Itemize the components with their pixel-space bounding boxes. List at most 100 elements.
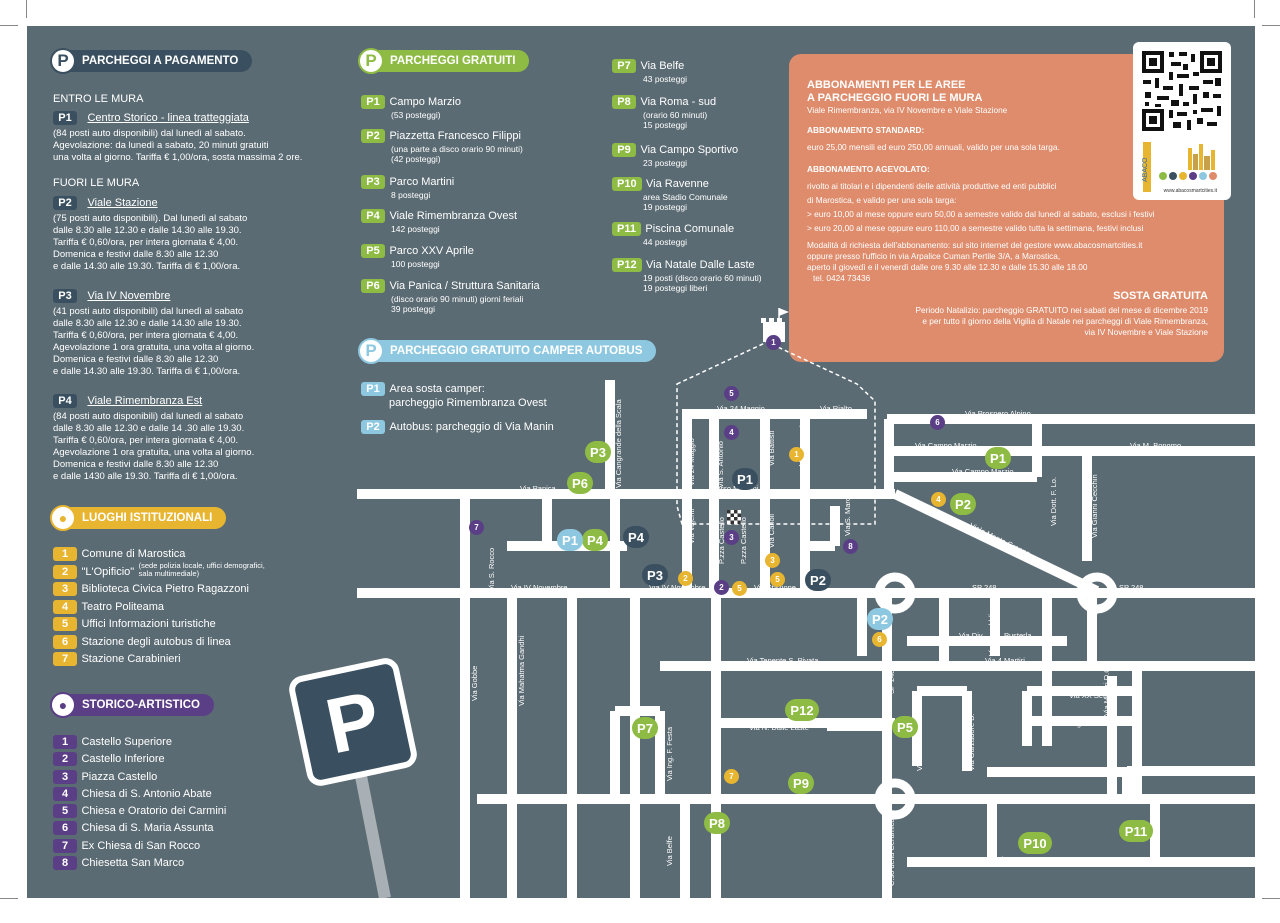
paid-p1: P1 Centro Storico - linea tratteggiata (… xyxy=(53,108,302,164)
map-marker-p2-paid[interactable]: P2 xyxy=(805,569,831,591)
list-item: P1 Area sosta camper: parcheggio Rimembr… xyxy=(361,379,554,417)
camper-list: P1 Area sosta camper: parcheggio Rimembr… xyxy=(361,379,554,435)
p3-line: e dalle 14.30 alle 19.30. Tariffa di € 1… xyxy=(53,366,241,377)
paid-parking-title: PARCHEGGI A PAGAMENTO xyxy=(82,55,239,67)
road-label: Via 24 Maggio xyxy=(717,404,765,413)
location-pin-icon: ● xyxy=(50,692,76,718)
road-label: Via Canoli xyxy=(767,513,776,548)
list-item: 3 Piazza Castello xyxy=(53,767,226,784)
list-item: P7 Via Belfe 43 posteggi xyxy=(612,56,782,92)
location-pin-icon: ● xyxy=(50,505,76,531)
map-marker-institution-6[interactable]: 6 xyxy=(872,632,887,647)
map-marker-p9-free[interactable]: P9 xyxy=(788,772,814,794)
list-item: 7 Stazione Carabinieri xyxy=(53,649,279,667)
map-marker-institution-1[interactable]: 1 xyxy=(789,447,804,462)
road-label: Via IV Novembre xyxy=(649,583,706,592)
map-marker-p6-free[interactable]: P6 xyxy=(567,472,593,494)
map-marker-p4-free[interactable]: P4 xyxy=(582,529,608,551)
map-marker-p5-free[interactable]: P5 xyxy=(892,716,918,738)
list-item: 3 Biblioteca Civica Pietro Ragazzoni xyxy=(53,579,279,597)
qr-code-icon: ABACO www.abacosmartcities.it xyxy=(1141,50,1223,194)
map-marker-historic-6[interactable]: 6 xyxy=(930,415,945,430)
road-label: SP 248 xyxy=(1119,583,1144,592)
map-marker-p11-free[interactable]: P11 xyxy=(1119,820,1153,842)
p4-line: e dalle 1430 alle 19.30. Tariffa di € 1,… xyxy=(53,471,238,482)
road-label: Via Campo Marzio xyxy=(915,441,977,450)
map-marker-historic-1[interactable]: 1 xyxy=(766,335,781,350)
checkerboard-icon xyxy=(727,510,741,524)
road-label: Via N. Dalle Laste xyxy=(749,723,809,732)
paid-p2: P2 Viale Stazione (75 posti auto disponi… xyxy=(53,193,247,273)
road-label: Pusterla xyxy=(1004,631,1032,640)
free-parking-text: Periodo Natalizio: parcheggio GRATUITO n… xyxy=(915,305,1208,337)
p3-line: Agevolazione 1 ora gratuita, una volta a… xyxy=(53,342,255,353)
p1-name: Centro Storico - linea tratteggiata xyxy=(87,112,249,124)
inside-walls-title: ENTRO LE MURA xyxy=(53,93,144,105)
road-label: Via Gobbe xyxy=(470,665,479,701)
map-marker-historic-5[interactable]: 5 xyxy=(724,386,739,401)
list-item: 2 "L'Opificio" (sede polizia locale, uff… xyxy=(53,561,279,580)
institutional-header: ● LUOGHI ISTITUZIONALI xyxy=(50,505,227,531)
p3-name: Via IV Novembre xyxy=(87,290,171,302)
map-marker-historic-7[interactable]: 7 xyxy=(469,520,484,535)
mode-text: Modalità di richiesta dell'abbonamento: … xyxy=(807,240,1143,283)
list-item: 8 Chiesetta San Marco xyxy=(53,853,226,871)
list-item: P3 Parco Martini 8 posteggi xyxy=(361,172,601,206)
map-marker-institution-2[interactable]: 2 xyxy=(678,571,693,586)
road-label: Via Campo Sportivo xyxy=(749,794,816,803)
map-marker-p7-free[interactable]: P7 xyxy=(632,717,658,739)
historic-title: STORICO-ARTISTICO xyxy=(82,699,200,711)
sign-pole xyxy=(353,764,391,898)
road-label: Via Campo Marzio xyxy=(952,467,1014,476)
map-marker-p4-paid[interactable]: P4 xyxy=(623,526,649,548)
road-label: Via Stazione xyxy=(754,583,796,592)
map-marker-p10-free[interactable]: P10 xyxy=(1018,832,1052,854)
road-label: Via Dott. F. Lo. xyxy=(1049,476,1058,526)
list-item: P2 Piazzetta Francesco Filippi (una part… xyxy=(361,126,601,172)
list-item: P11 Piscina Comunale 44 posteggi xyxy=(612,219,782,255)
p4-name: Viale Rimembranza Est xyxy=(87,395,203,407)
p2-line: e dalle 14.30 alle 19.30. Tariffa di € 1… xyxy=(53,261,241,272)
p4-line: Domenica e festivi dalle 8.30 alle 12.30 xyxy=(53,459,219,470)
agev-title: ABBONAMENTO AGEVOLATO: xyxy=(807,164,930,174)
map-marker-p2-camper[interactable]: P2 xyxy=(867,608,893,630)
paid-parking-header: P PARCHEGGI A PAGAMENTO xyxy=(50,48,253,74)
map-marker-institution-3[interactable]: 3 xyxy=(765,553,780,568)
map-sheet: P PARCHEGGI A PAGAMENTO ENTRO LE MURA P1… xyxy=(27,26,1255,898)
map-marker-p1-paid[interactable]: P1 xyxy=(732,468,758,490)
list-item: P9 Via Campo Sportivo 23 posteggi xyxy=(612,140,782,174)
p3-line: Tariffa € 0,60/ora, per intera giornata … xyxy=(53,330,239,341)
list-item: P8 Via Roma - sud (orario 60 minuti) 15 … xyxy=(612,92,782,140)
map-marker-institution-4[interactable]: 4 xyxy=(931,492,946,507)
paid-p4: P4 Viale Rimembranza Est (84 posti auto … xyxy=(53,391,254,483)
parking-icon: P xyxy=(50,48,76,74)
map-marker-institution-5a[interactable]: 5 xyxy=(732,581,747,596)
map-marker-institution-5b[interactable]: 5 xyxy=(770,572,785,587)
qr-brand: ABACO xyxy=(1142,157,1149,182)
map-marker-p1-free[interactable]: P1 xyxy=(985,447,1011,469)
map-marker-p3-free[interactable]: P3 xyxy=(585,441,611,463)
map-marker-p2-free[interactable]: P2 xyxy=(950,493,976,515)
road-label: Via Div. xyxy=(959,631,985,640)
map-marker-p1-camper[interactable]: P1 xyxy=(557,529,583,551)
road-label: Via Daniele M. xyxy=(859,602,868,651)
map-marker-historic-2[interactable]: 2 xyxy=(714,580,729,595)
map-marker-p12-free[interactable]: P12 xyxy=(785,699,819,721)
list-item: P12 Via Natale Dalle Laste 19 posti (dis… xyxy=(612,255,782,293)
list-item: 6 Stazione degli autobus di linea xyxy=(53,632,279,650)
road-label: Via Battisti xyxy=(767,430,776,466)
map-marker-institution-7[interactable]: 7 xyxy=(724,769,739,784)
map-marker-p8-free[interactable]: P8 xyxy=(704,812,730,834)
map-marker-historic-8[interactable]: 8 xyxy=(843,539,858,554)
road-label: Via Prospero Alpino xyxy=(965,409,1031,418)
map-marker-historic-4[interactable]: 4 xyxy=(724,425,739,440)
road-label: C.so della Ceramica xyxy=(887,818,896,886)
camper-header: P PARCHEGGIO GRATUITO CAMPER AUTOBUS xyxy=(358,338,657,364)
p4-badge: P4 xyxy=(53,394,77,408)
road-label: Via M. Bonomo xyxy=(1130,441,1182,450)
p2-line: Tariffa € 0,60/ora, per intera giornata … xyxy=(53,237,239,248)
road-label: Via Divisione Julia xyxy=(1042,597,1051,658)
map-marker-p3-paid[interactable]: P3 xyxy=(642,564,668,586)
road-label: Via Gianni Cecchin xyxy=(1090,474,1099,538)
map-marker-historic-3[interactable]: 3 xyxy=(724,530,739,545)
